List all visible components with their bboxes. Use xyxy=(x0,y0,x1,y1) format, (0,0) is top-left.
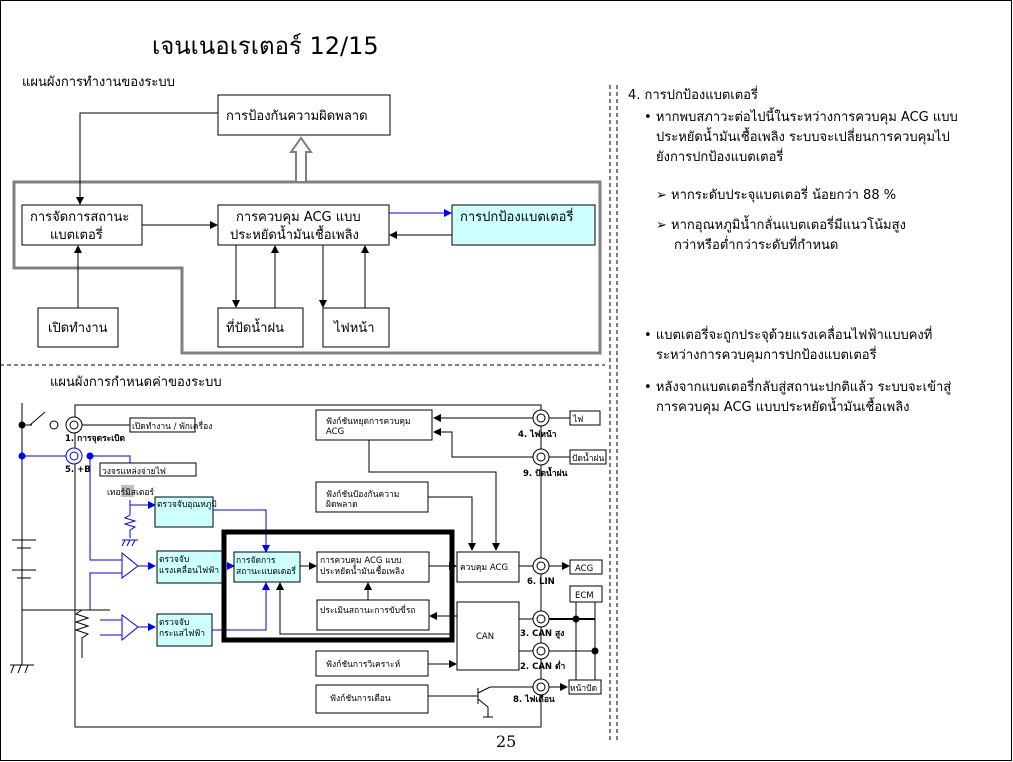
page-title: เจนเนอเรเตอร์ 12/15 xyxy=(152,32,379,60)
terminal-label: 6. LIN xyxy=(527,577,555,587)
bullet-text: แบตเตอรี่จะถูกประจุด้วยแรงเคลื่อนไฟฟ้าแบ… xyxy=(655,328,933,343)
condition-1: ➢ หากระดับประจุแบตเตอรี่ น้อยกว่า 88 % xyxy=(656,188,897,203)
acg-stop-label: ACG xyxy=(326,427,344,437)
curr-detect-label: กระแสไฟฟ้า xyxy=(159,628,205,639)
wiper-label: ที่ปัดน้ำฝน xyxy=(226,318,284,336)
acg-control-label: การควบคุม ACG แบบ xyxy=(236,210,361,225)
highlight-frame xyxy=(221,529,455,643)
ext-acg-label: ACG xyxy=(575,564,593,574)
fail-safe-label: ผิดพลาด xyxy=(326,500,358,510)
power-circuit-label: วงจรแหล่งจ่ายไฟ xyxy=(102,466,166,477)
terminal-label: 9. ปัดน้ำฝน xyxy=(523,466,568,479)
condition-text: กว่าหรือต่ำกว่าระดับที่กำหนด xyxy=(674,238,839,253)
wiper-box xyxy=(217,307,304,348)
acg-stop-label: ฟังก์ชันหยุดการควบคุม xyxy=(326,416,411,427)
terminal-label: 2. CAN ต่ำ xyxy=(520,659,566,672)
headlight-box xyxy=(322,307,390,348)
terminal-label: 1. การจุดระเบิด xyxy=(65,433,126,444)
on-off-label: เปิดทำงาน / พักเครื่อง xyxy=(132,420,212,432)
bullet-text: หากพบสภาวะต่อไปนี้ในระหว่างการควบคุม ACG… xyxy=(655,110,958,125)
hollow-arrow xyxy=(289,136,313,183)
curr-detect-label: ตรวจจับ xyxy=(159,618,189,628)
bottom-heading: แผนผังการกำหนดค่าของระบบ xyxy=(50,375,222,390)
bullet-text: ระหว่างการควบคุมการปกป้องแบตเตอรี่ xyxy=(656,348,877,363)
terminal-label: 3. CAN สูง xyxy=(520,629,564,639)
terminal-label: 5. +B xyxy=(65,465,91,475)
ignition-label: เปิดทำงาน xyxy=(48,321,108,336)
acg-control-box xyxy=(217,204,390,246)
battery-mgmt-label: การจัดการสถานะ xyxy=(30,210,129,225)
top-heading: แผนผังการทำงานของระบบ xyxy=(22,75,175,90)
thermistor-label: เทอร์มิสเตอร์ xyxy=(107,487,155,498)
bullet-1: • หากพบสภาวะต่อไปนี้ในระหว่างการควบคุม A… xyxy=(644,108,958,168)
temp-detect-label: ตรวจจับอุณหภูมิ xyxy=(157,500,217,510)
ext-ecm-label: ECM xyxy=(575,591,594,601)
condition-text: หากอุณหภูมิน้ำกลั่นแบตเตอรี่มีแนวโน้มสูง xyxy=(671,218,906,233)
warning-label: ฟังก์ชันการเตือน xyxy=(330,693,391,704)
bullet-text: ยังการปกป้องแบตเตอรี่ xyxy=(656,150,784,165)
error-prevention-box xyxy=(217,94,391,136)
connector xyxy=(76,112,218,205)
fail-safe-label: ฟังก์ชันป้องกันความ xyxy=(326,489,399,500)
bullet-text: การควบคุม ACG แบบประหยัดน้ำมันเชื้อเพลิง xyxy=(656,400,910,415)
condition-text: หากระดับประจุแบตเตอรี่ น้อยกว่า 88 % xyxy=(671,188,897,203)
terminal-label: 8. ไฟเตือน xyxy=(513,694,555,705)
ext-meter-label: หน้าปัด xyxy=(570,683,597,694)
acg-ctrl-label: ควบคุม ACG xyxy=(460,563,508,573)
batt-mgmt-label: สถานะแบตเตอรี่ xyxy=(236,565,296,577)
acg-control-label: ประหยัดน้ำมันเชื้อเพลิง xyxy=(230,225,359,243)
bullet-text: หลังจากแบตเตอรี่กลับสู่สถานะปกติแล้ว ระบ… xyxy=(655,380,952,395)
can-label: CAN xyxy=(476,632,494,642)
acg-eco-label: การควบคุม ACG แบบ xyxy=(320,556,402,566)
system-frame xyxy=(12,180,602,355)
battery-mgmt-label: แบตเตอรี่ xyxy=(50,226,103,243)
error-prevention-label: การป้องกันความผิดพลาด xyxy=(226,109,368,124)
diag-label: ฟังก์ชันการวิเคราะห์ xyxy=(326,659,400,670)
volt-detect-label: ตรวจจับ xyxy=(159,555,189,565)
terminal-label: 4. ไฟหน้า xyxy=(518,429,557,440)
batt-mgmt-label: การจัดการ xyxy=(236,556,276,566)
driving-eval-label: ประเมินสถานะการขับขี่รถ xyxy=(320,604,416,616)
bullet-text: ประหยัดน้ำมันเชื้อเพลิง ระบบจะเปลี่ยนการ… xyxy=(656,130,950,145)
ext-wiper-label: ปัดน้ำฝน xyxy=(572,452,604,464)
bullet-3: • หลังจากแบตเตอรี่กลับสู่สถานะปกติแล้ว ร… xyxy=(644,378,951,418)
page-number: 25 xyxy=(496,732,516,751)
headlight-label: ไฟหน้า xyxy=(333,320,375,336)
condition-2: ➢ หากอุณหภูมิน้ำกลั่นแบตเตอรี่มีแนวโน้มส… xyxy=(656,216,906,256)
battery-protect-box xyxy=(451,204,596,246)
battery-protect-label: การปกป้องแบตเตอรี่ xyxy=(460,208,573,225)
ext-light-label: ไฟ xyxy=(572,414,583,425)
right-heading: 4. การปกป้องแบตเตอรี่ xyxy=(628,88,758,103)
acg-eco-label: ประหยัดน้ำมันเชื้อเพลิง xyxy=(320,565,404,577)
bullet-2: • แบตเตอรี่จะถูกประจุด้วยแรงเคลื่อนไฟฟ้า… xyxy=(644,326,932,366)
volt-detect-label: แรงเคลื่อนไฟฟ้า xyxy=(159,564,219,576)
